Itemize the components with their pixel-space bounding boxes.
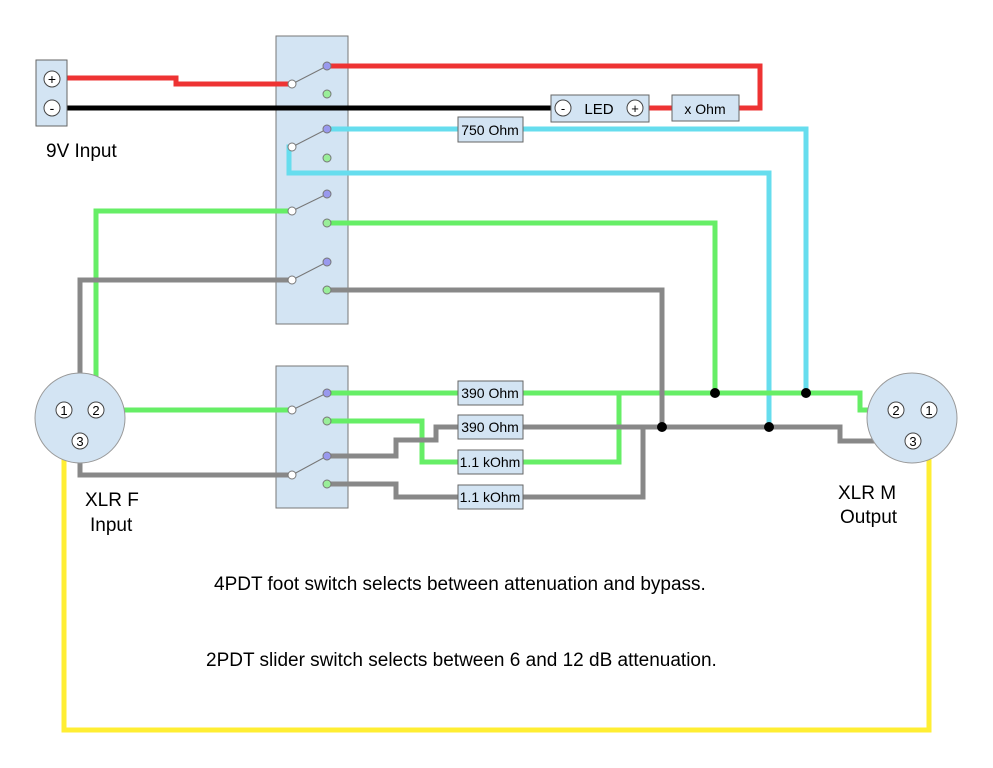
slider-switch-note: 2PDT slider switch selects between 6 and… [206,650,717,671]
resistor-750-ohm [457,116,524,143]
wire-gray-loop [523,427,646,500]
xlr-f-label-line1: XLR F [85,490,139,511]
battery-minus-terminal [43,99,61,117]
junction-dot [801,388,811,398]
xlr-m-pin-3 [904,432,922,450]
resistor-x-ohm-label: x Ohm [684,101,725,117]
resistor-1k1-b [457,484,524,510]
resistor-390-ohm-a [457,380,524,406]
foot-switch-note: 4PDT foot switch selects between attenua… [214,574,706,595]
xlr-m-label-line2: Output [840,507,898,528]
wire-led-power [327,63,763,111]
xlr-m-pin-2 [887,401,905,419]
resistor-390-ohm-a-label: 390 Ohm [461,385,519,401]
resistor-750-ohm-label: 750 Ohm [461,122,519,138]
wire-green-loop [523,393,622,465]
led-minus-terminal [554,99,572,117]
xlr-f-pin-1-label: 1 [60,403,67,418]
battery-label: 9V Input [46,141,117,162]
resistor-1k1-a-label: 1.1 kOhm [460,454,521,470]
wire-yellow-ground [61,418,932,733]
slider-switch-2pdt [275,365,349,509]
wire-gray-out [523,424,906,444]
resistor-390-ohm-b [457,414,524,440]
resistor-x-ohm [671,94,740,122]
battery-minus-label: - [50,100,55,116]
xlr-m-pin-2-label: 2 [892,403,899,418]
wire-cyan-c [286,144,772,427]
junction-dot [710,388,720,398]
led-minus-label: - [561,101,565,116]
battery-plus-terminal [43,70,61,88]
resistor-1k1-a [457,449,524,475]
led-plus-label: + [631,101,639,116]
wire-gray-slider-a [327,424,458,459]
resistor-1k1-b-label: 1.1 kOhm [460,489,521,505]
xlr-f-connector [34,372,126,464]
wire-cyan-b [523,126,809,393]
xlr-f-label-line2: Input [90,515,133,536]
xlr-m-pin-1 [920,401,938,419]
wire-gray-slider-b [327,481,458,500]
junction-dot [764,422,774,432]
wire-battery-plus [63,75,292,87]
battery-plus-label: + [48,71,56,87]
wire-gray-bypass [327,287,665,427]
junction-dot [657,422,667,432]
slider-switch-contacts [287,388,332,489]
resistor-390-ohm-b-label: 390 Ohm [461,419,519,435]
xlr-f-pin-3-label: 3 [76,434,83,449]
xlr-m-pin-3-label: 3 [909,434,916,449]
xlr-m-pin-1-label: 1 [925,403,932,418]
xlr-m-connector [866,372,958,464]
xlr-f-pin-2 [87,401,105,419]
led-plus-terminal [626,99,644,117]
wire-green-out2 [523,390,884,413]
xlr-f-pin-3 [71,432,89,450]
wire-green-bypass [327,220,718,393]
xlr-f-pin-1 [55,401,73,419]
xlr-f-pin-2-label: 2 [92,403,99,418]
foot-switch-contacts [287,61,332,295]
led-label: LED [584,101,613,118]
wire-green-in [93,208,292,402]
xlr-m-label-line1: XLR M [838,483,897,504]
